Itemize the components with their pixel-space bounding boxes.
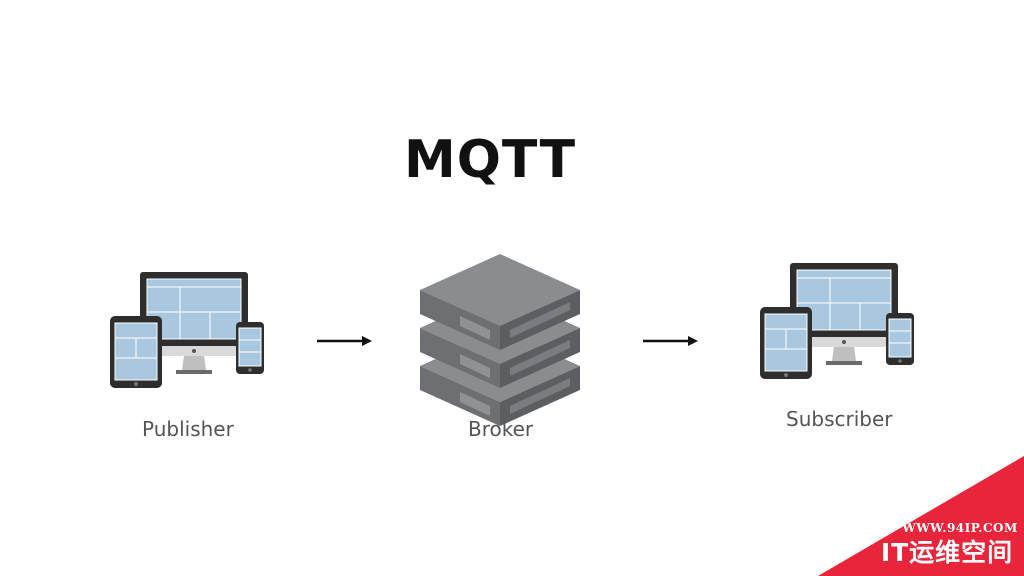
watermark-url: WWW.94IP.COM (902, 521, 1018, 535)
arrow-right-icon (643, 336, 698, 346)
arrow-right-icon (317, 336, 372, 346)
subscriber-devices-icon (759, 262, 915, 380)
broker-label: Broker (468, 417, 534, 441)
publisher-label: Publisher (142, 417, 234, 441)
publisher-devices-icon (109, 271, 265, 389)
subscriber-label: Subscriber (786, 407, 893, 431)
watermark-brand: IT运维空间 (880, 538, 1014, 567)
server-stack-icon (420, 254, 580, 426)
diagram-title: MQTT (403, 130, 577, 190)
